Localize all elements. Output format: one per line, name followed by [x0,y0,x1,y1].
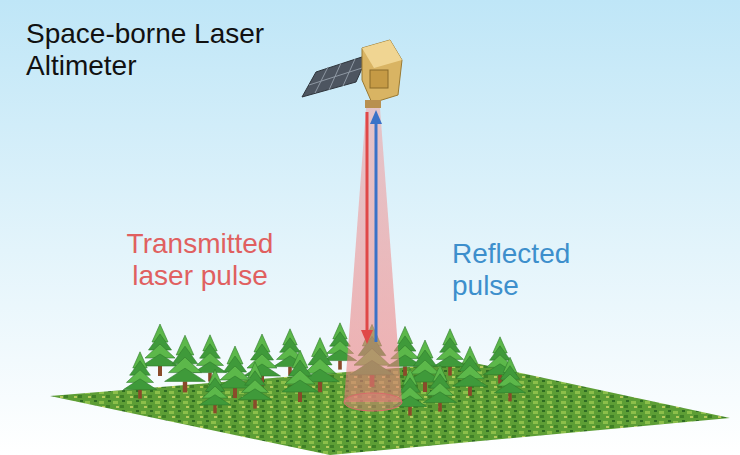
tree-trunk [138,390,142,399]
tree-trunk [448,367,452,376]
tree-crown [423,392,456,403]
label-text: Reflected pulse [452,238,622,302]
transmitted-arrow [366,112,369,332]
tree-crown [494,383,525,393]
tree-trunk [213,405,216,414]
tree-crown [282,380,319,392]
footprint [344,393,402,411]
tree-crown [123,379,156,390]
satellite [302,40,402,108]
tree-trunk [408,407,412,416]
tree-trunk [158,366,162,376]
tree-crown [142,354,179,366]
tree-trunk [253,400,257,409]
tree-trunk [403,366,407,376]
tree-crown [244,364,281,376]
tree-crown [452,375,487,386]
tree-trunk [233,388,237,398]
reflected-head [370,110,382,124]
label-text: Space-borne Laser Altimeter [26,18,276,82]
tree-trunk [183,381,187,392]
tree-crown [433,356,466,367]
tree-trunk [508,393,511,402]
tree-crown [165,368,206,381]
tree-trunk [423,382,427,392]
tree-crown [238,389,271,400]
tree-trunk [338,361,342,370]
transmitted-head [361,330,373,344]
trees [123,323,525,416]
tree-trunk [438,403,442,412]
reflected-arrow [375,122,378,342]
laser-beam [344,108,402,402]
tree-trunk [318,382,322,393]
tree-trunk [468,386,472,396]
label-text: Transmitted laser pulse [95,228,305,292]
tree-crown [199,395,230,405]
tree-trunk [298,392,302,402]
